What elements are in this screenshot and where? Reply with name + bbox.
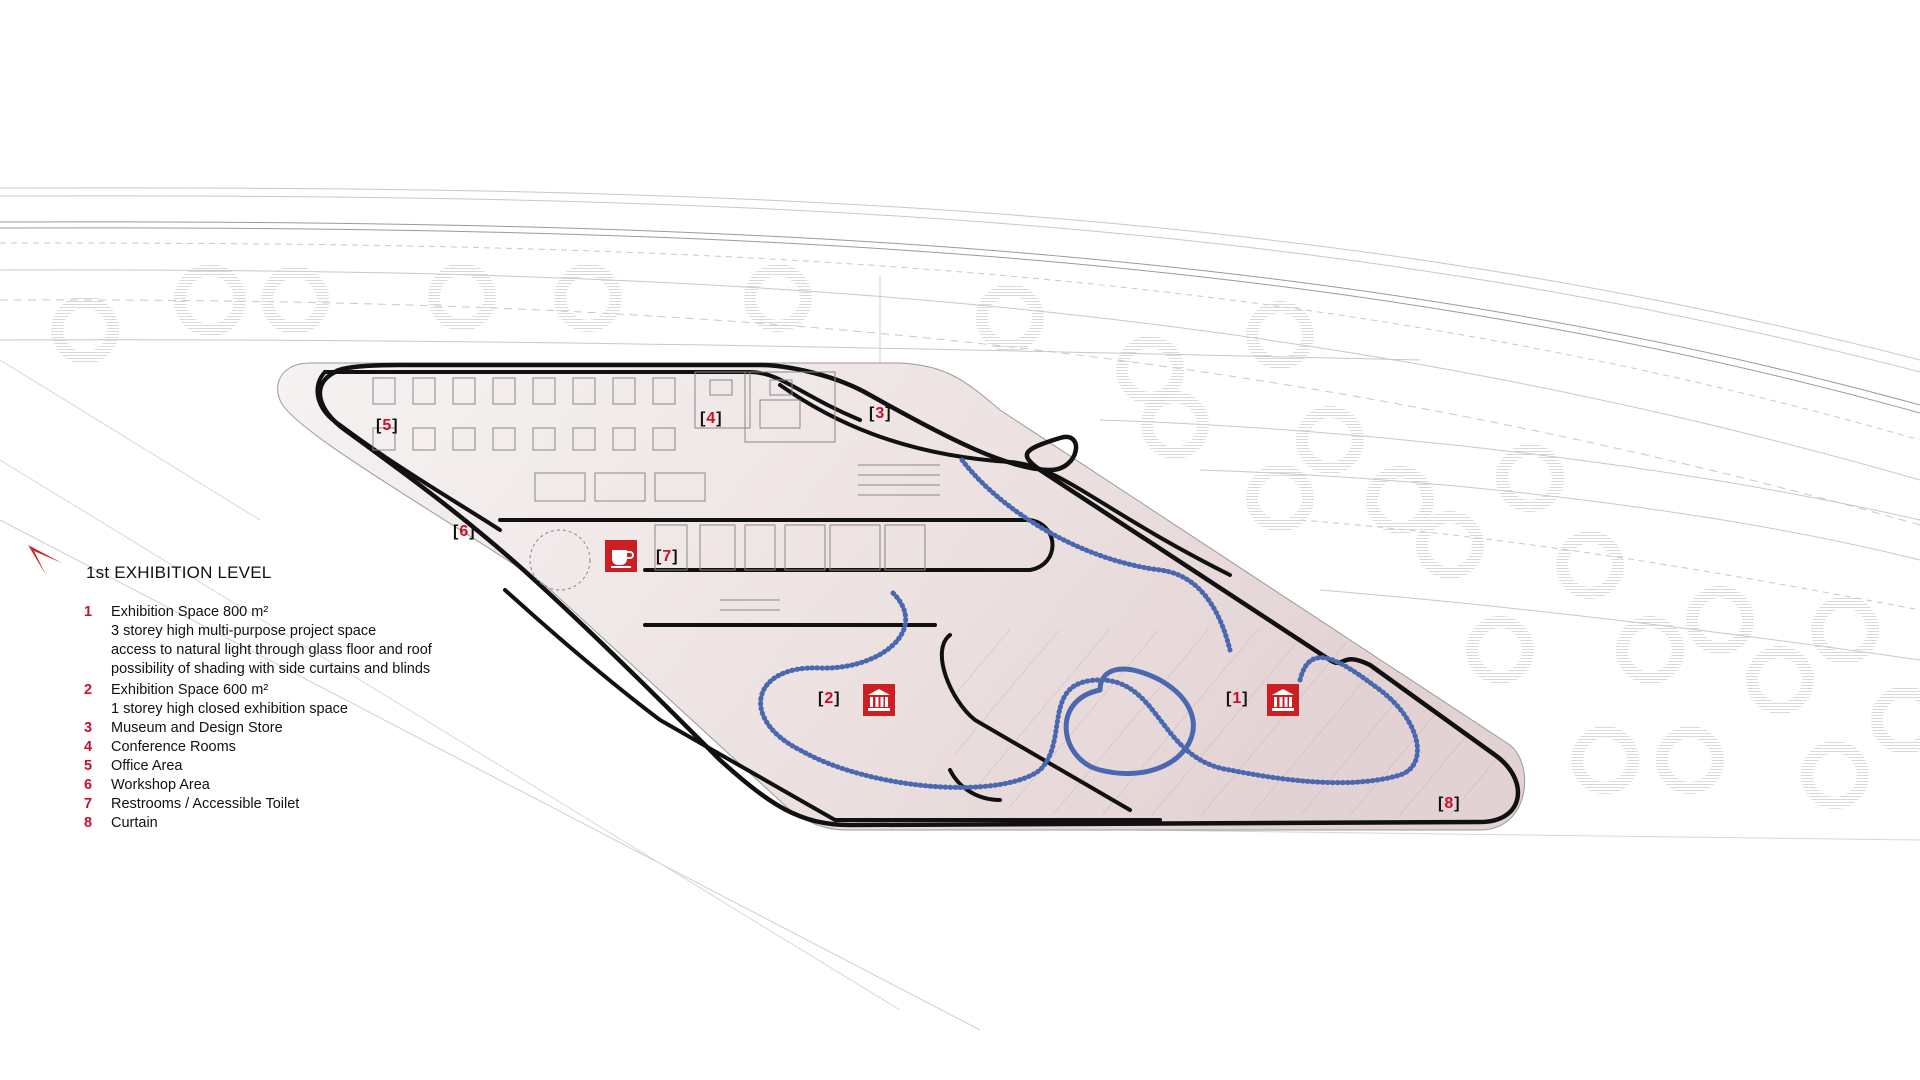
legend: 1st EXHIBITION LEVEL 1 Exhibition Space … [78, 563, 478, 833]
plan-tag-1: [1] [1226, 690, 1249, 707]
plan-tag-3: [3] [869, 405, 892, 422]
cafe-icon [605, 540, 637, 572]
museum-icon [1267, 684, 1299, 716]
plan-tag-7: [7] [656, 548, 679, 565]
north-arrow-icon [28, 545, 62, 575]
legend-title: 1st EXHIBITION LEVEL [86, 563, 272, 582]
legend-item: 2 Exhibition Space 600 m² 1 storey high … [84, 682, 348, 717]
plan-tag-2: [2] [818, 690, 841, 707]
legend-item: 1 Exhibition Space 800 m² 3 storey high … [84, 604, 432, 677]
plan-tag-5: [5] [376, 417, 399, 434]
museum-icon [863, 684, 895, 716]
furniture [372, 371, 940, 611]
exhibition-display-path [758, 457, 1420, 790]
landscape-trees [51, 263, 1920, 809]
building-outline [317, 362, 1521, 828]
plan-tag-6: [6] [453, 523, 476, 540]
site-context [0, 187, 1920, 1031]
exhibition-display-path-2 [1063, 666, 1196, 777]
plan-tag-4: [4] [700, 410, 723, 427]
plan-tag-8: [8] [1438, 795, 1461, 812]
glass-floor-area [954, 630, 1502, 815]
